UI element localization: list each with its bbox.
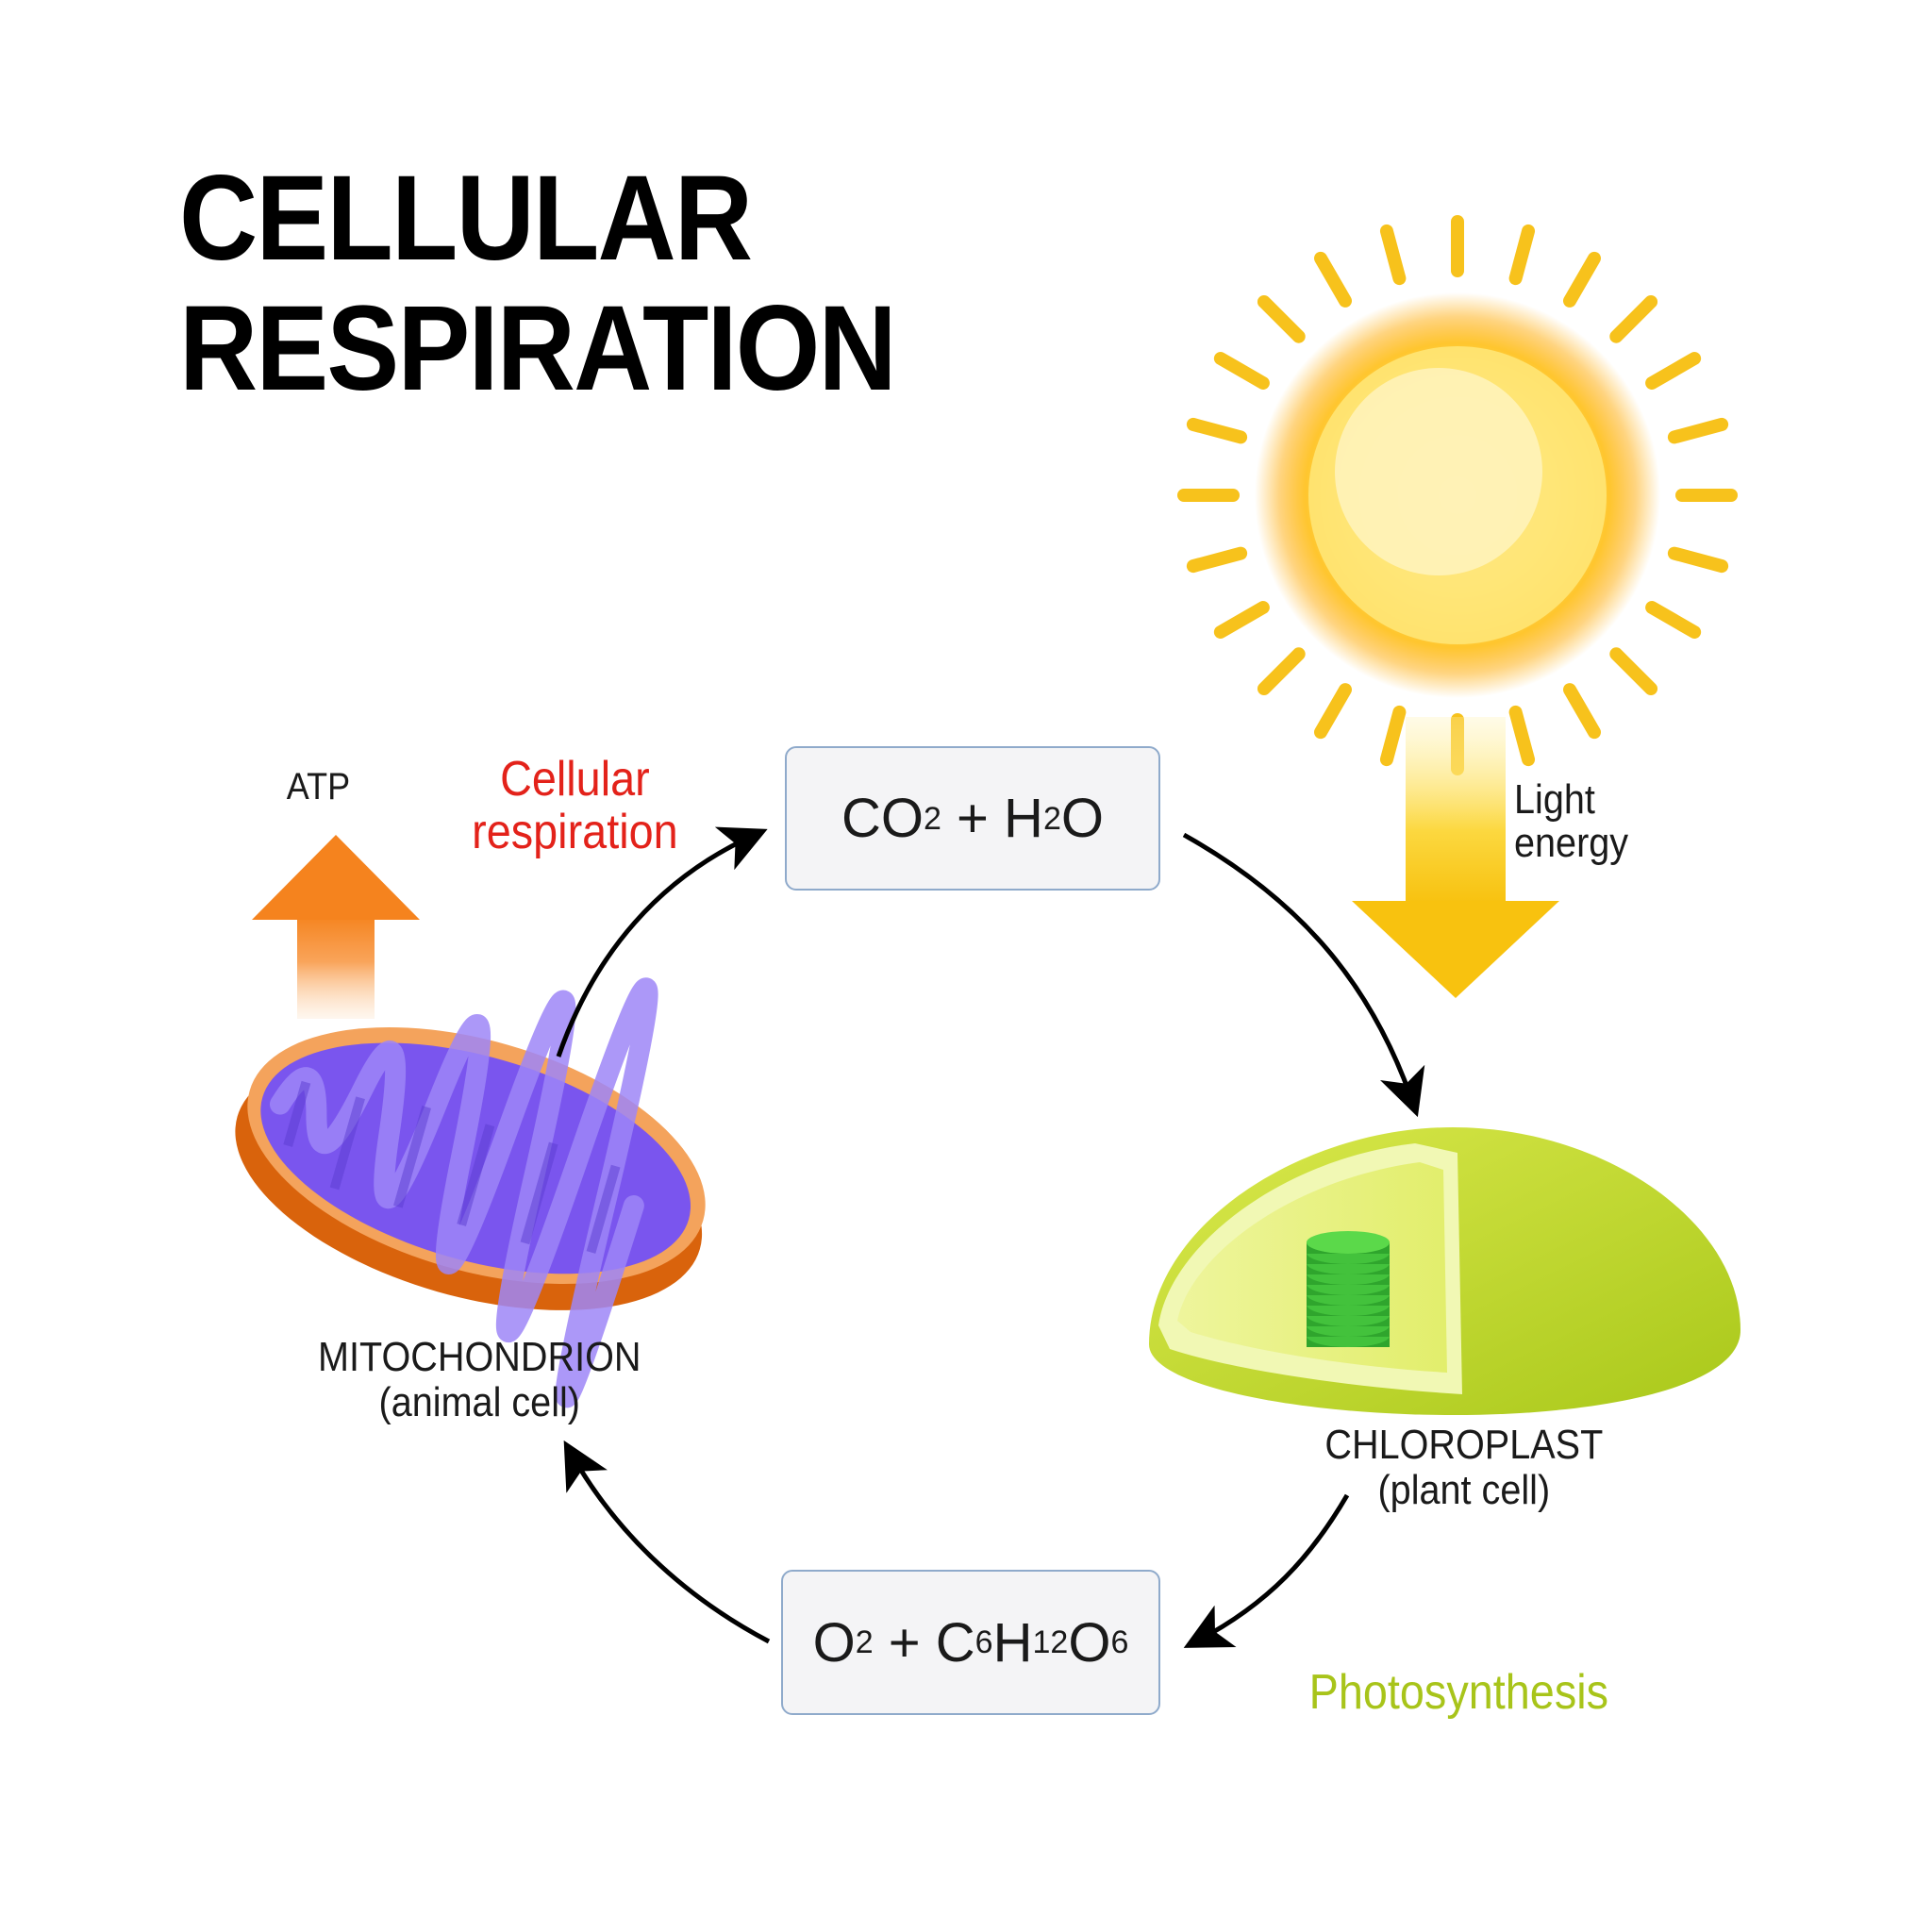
cellular-respiration-line-1: Cellular	[500, 752, 650, 807]
mitochondrion-label: MITOCHONDRION (animal cell)	[318, 1335, 641, 1425]
chloroplast-icon	[1149, 1127, 1740, 1415]
formula-o: O	[812, 1611, 856, 1674]
formula-plus-h: + H	[941, 788, 1043, 849]
sun-ray	[1257, 647, 1306, 696]
sun-ray	[1667, 417, 1729, 444]
sun-ray	[1645, 352, 1702, 390]
light-energy-line-2: energy	[1514, 820, 1629, 866]
formula-o: O	[1060, 788, 1104, 849]
light-energy-label: Light energy	[1514, 778, 1628, 865]
page-title: CELLULAR RESPIRATION	[179, 151, 897, 416]
mitochondrion-icon	[235, 977, 706, 1408]
sun-ray	[1379, 224, 1407, 286]
sun-ray	[1213, 352, 1270, 390]
thylakoid-disc-top	[1307, 1231, 1390, 1254]
cellular-respiration-line-2: respiration	[472, 805, 678, 859]
chloroplast-line-1: CHLOROPLAST	[1324, 1422, 1604, 1468]
sun-ray	[1508, 224, 1536, 286]
sun-ray	[1314, 683, 1352, 740]
title-line-2: RESPIRATION	[179, 281, 897, 416]
sun-ray	[1257, 294, 1306, 343]
sun-icon	[1177, 215, 1738, 775]
chloroplast-line-2: (plant cell)	[1377, 1467, 1551, 1513]
arrow-to-mitochondrion	[563, 1440, 771, 1644]
formula-o: O	[1068, 1611, 1111, 1674]
photosynthesis-label: Photosynthesis	[1308, 1665, 1609, 1720]
title-line-1: CELLULAR	[179, 151, 753, 286]
arrow-to-chloroplast	[1182, 832, 1425, 1118]
sun-ray	[1609, 294, 1658, 343]
sun-ray	[1213, 601, 1270, 639]
sun-ray	[1563, 251, 1601, 308]
arrow-to-co2	[556, 826, 768, 1058]
chloroplast-label: CHLOROPLAST (plant cell)	[1324, 1423, 1603, 1513]
cycle-arrows	[556, 826, 1425, 1648]
sun-ray	[1563, 683, 1601, 740]
cellular-respiration-label: Cellular respiration	[472, 753, 678, 858]
sun-ray	[1186, 417, 1248, 444]
arrow-to-o2	[1183, 1493, 1350, 1648]
formula-h: H	[992, 1611, 1033, 1674]
atp-label: ATP	[286, 766, 351, 808]
mitochondrion-line-1: MITOCHONDRION	[318, 1334, 641, 1380]
sun-ray	[1314, 251, 1352, 308]
atp-arrow	[252, 835, 420, 1019]
light-energy-line-1: Light	[1514, 776, 1595, 823]
sun-ray	[1508, 705, 1536, 767]
sun-ray	[1645, 601, 1702, 639]
sun-ray	[1186, 546, 1248, 574]
light-energy-arrow	[1352, 717, 1559, 998]
formula-co: CO	[841, 788, 924, 849]
sun-ray	[1609, 647, 1658, 696]
sun-rays	[1177, 215, 1738, 775]
sun-ray	[1379, 705, 1407, 767]
sun-ray	[1667, 546, 1729, 574]
formula-plus-c: + C	[873, 1611, 975, 1674]
thylakoid-stack	[1307, 1231, 1390, 1347]
mitochondrion-line-2: (animal cell)	[378, 1379, 580, 1425]
